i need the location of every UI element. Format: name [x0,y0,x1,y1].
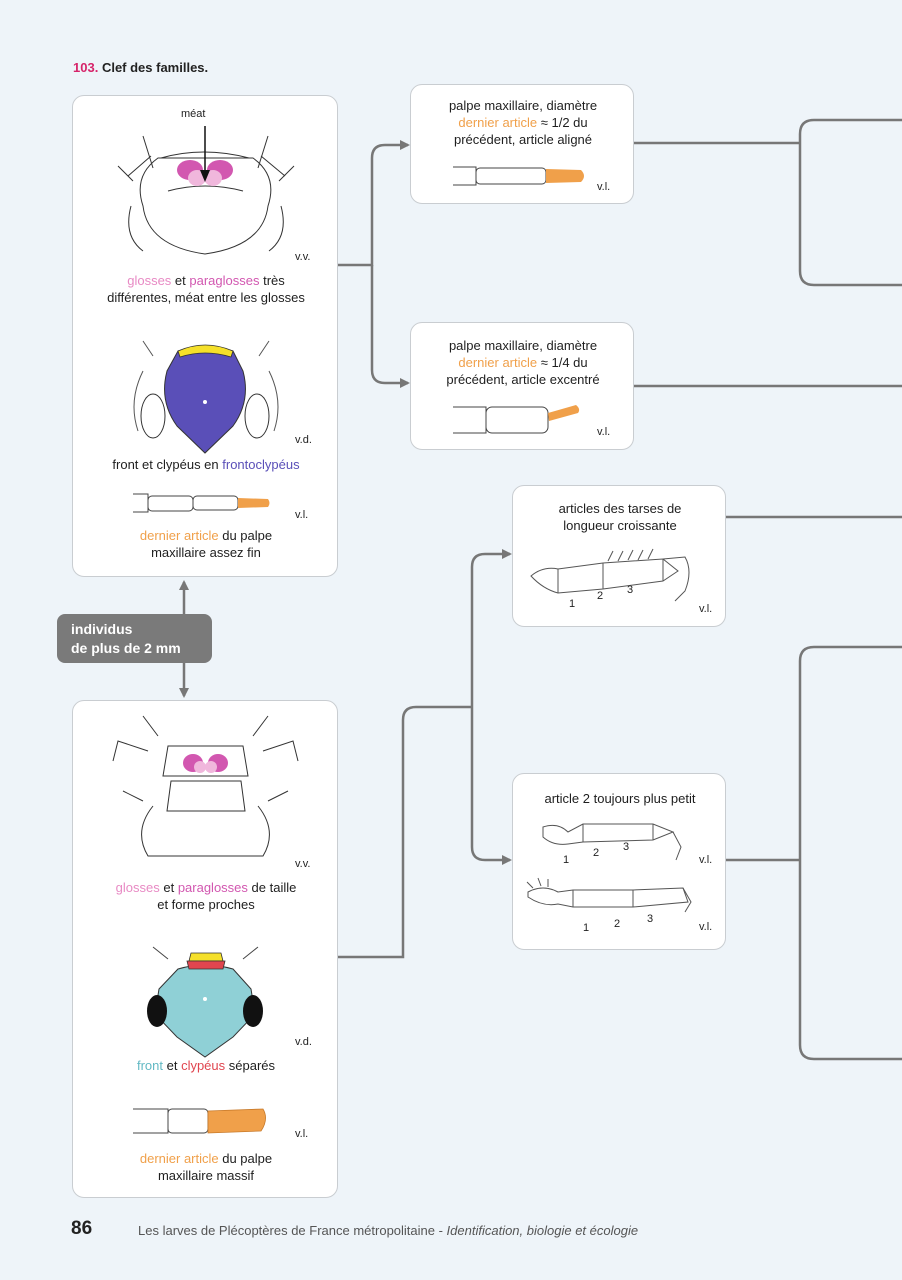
view-label-vv-2: v.v. [295,858,311,870]
tarses-petit-view-2: v.l. [699,921,713,933]
head-dorsal-illustration [133,340,279,454]
glosses-text-bottom: glosses et paraglosses de taille et form… [83,879,329,913]
palpe-text-bottom: dernier article du palpe maxillaire mass… [83,1150,329,1184]
palpe-aligned-illustration [453,166,584,186]
view-label-vl-2: v.l. [295,1128,309,1140]
tarse2-number-3: 3 [623,841,630,853]
palpe-excentric-line1: palpe maxillaire, diamètre [448,338,598,353]
footer-page-number: 86 [71,1218,93,1239]
connector-top [338,140,410,267]
palpe-excentric-line3: précédent, article excentré [446,372,600,387]
palpe-excentric-illustration [453,405,580,434]
view-label-vv: v.v. [295,251,311,263]
connector-bottom [338,705,472,959]
glosses-word: glosses [127,273,172,288]
tarse-number-2: 2 [597,590,604,602]
glosses-line2-2: et forme proches [157,897,255,912]
and-word-3: et [162,1058,182,1073]
tarses-line2: longueur croissante [563,518,677,533]
line1-rest-2: de taille [247,880,297,895]
tarses-petit-illustration [526,823,692,913]
heading-title: Clef des familles. [101,60,209,75]
tarses-croissante-view: v.l. [699,603,713,615]
palpe-excentric-view: v.l. [597,426,611,438]
palpe-aligned-line3: précédent, article aligné [453,132,593,147]
view-label-vd-2: v.d. [295,1036,312,1048]
palpe-aligned-line1: palpe maxillaire, diamètre [448,98,598,113]
tarse3-number-2: 2 [614,918,621,930]
paraglosses-word-2: paraglosses [177,880,248,895]
meat-label: méat [181,108,206,120]
clypeus-word: clypéus [181,1058,226,1073]
palpe-text-top: dernier article du palpe maxillaire asse… [83,527,329,561]
view-label-vl: v.l. [295,509,309,521]
dernier-article-word: dernier article [139,528,219,543]
palpe-excentric-text: palpe maxillaire, diamètre dernier artic… [415,337,631,388]
and-word-2: et [159,880,178,895]
page-heading: 103. Clef des familles. [73,60,208,75]
dernier-article-word-2: dernier article [139,1151,219,1166]
front-word: front [136,1058,163,1073]
frontoclypeus-word: frontoclypéus [222,457,300,472]
view-label-vd: v.d. [295,434,312,446]
card-palpe-aligned: palpe maxillaire, diamètre dernier artic… [410,84,634,204]
tarses-croissante-text: articles des tarses de longueur croissan… [517,500,723,534]
footer-book-title: Les larves de Plécoptères de France métr… [138,1223,447,1238]
head-ventral-illustration-2 [112,715,299,857]
front-text: front et clypéus en [112,457,223,472]
tarses-petit-text: article 2 toujours plus petit [544,791,696,806]
card-tarses-croissante: articles des tarses de longueur croissan… [512,485,726,627]
palpe-rest-2: du palpe [218,1151,273,1166]
tarse3-number-1: 1 [583,922,590,934]
tarse3-number-3: 3 [647,913,654,925]
palpe-excentric-ratio: ≈ 1/4 du [537,355,588,370]
palpe-rest: du palpe [218,528,273,543]
glosses-line2: différentes, méat entre les glosses [107,290,305,305]
glosses-text-top: glosses et paraglosses très différentes,… [83,272,329,306]
line1-rest: très [259,273,285,288]
card-tarses-petit: article 2 toujours plus petit 1 2 3 v.l.… [512,773,726,950]
card-top-left: méat v.v. glosses et paraglosses très di… [72,95,338,577]
connector-top-2 [370,265,410,388]
separes-word: séparés [225,1058,276,1073]
palpe-line2-2: maxillaire massif [157,1168,255,1183]
size-label-line1: individus [71,621,133,637]
palpe-fin-illustration [133,493,270,513]
card-palpe-excentric: palpe maxillaire, diamètre dernier artic… [410,322,634,450]
heading-number: 103. [73,60,99,75]
footer-text: Les larves de Plécoptères de France métr… [138,1223,638,1238]
connector-right-bracket-1 [798,118,902,287]
palpe-aligned-ratio: ≈ 1/2 du [537,115,588,130]
tarses-petit-view-1: v.l. [699,854,713,866]
head-ventral-illustration [117,126,295,255]
palpe-aligned-text: palpe maxillaire, diamètre dernier artic… [415,97,631,148]
tarse-number-3: 3 [627,584,634,596]
tarses-croissante-illustration [530,548,690,602]
paraglosses-word: paraglosses [189,273,260,288]
tarses-line1: articles des tarses de [558,501,682,516]
size-label-box: individus de plus de 2 mm [57,614,212,663]
and-word: et [171,273,190,288]
palpe-aligned-dernier: dernier article [458,115,538,130]
tarse-number-1: 1 [569,598,576,610]
palpe-massif-illustration [133,1108,266,1134]
head-dorsal-illustration-2 [147,946,263,1058]
palpe-line2: maxillaire assez fin [151,545,261,560]
footer-subtitle: Identification, biologie et écologie [446,1223,639,1238]
tarse2-number-2: 2 [593,847,600,859]
palpe-aligned-view: v.l. [597,181,611,193]
connector-bottom-down [470,707,512,865]
card-bottom-left: v.v. glosses et paraglosses de taille et… [72,700,338,1198]
connector-bottom-up [470,549,512,707]
glosses-word-2: glosses [115,880,160,895]
connector-right-bracket-2 [798,645,902,1061]
tarse2-number-1: 1 [563,854,570,866]
palpe-excentric-dernier: dernier article [458,355,538,370]
size-label-line2: de plus de 2 mm [71,640,181,656]
front-text-bottom: front et clypéus séparés [83,1057,329,1074]
front-text-top: front et clypéus en frontoclypéus [83,456,329,473]
